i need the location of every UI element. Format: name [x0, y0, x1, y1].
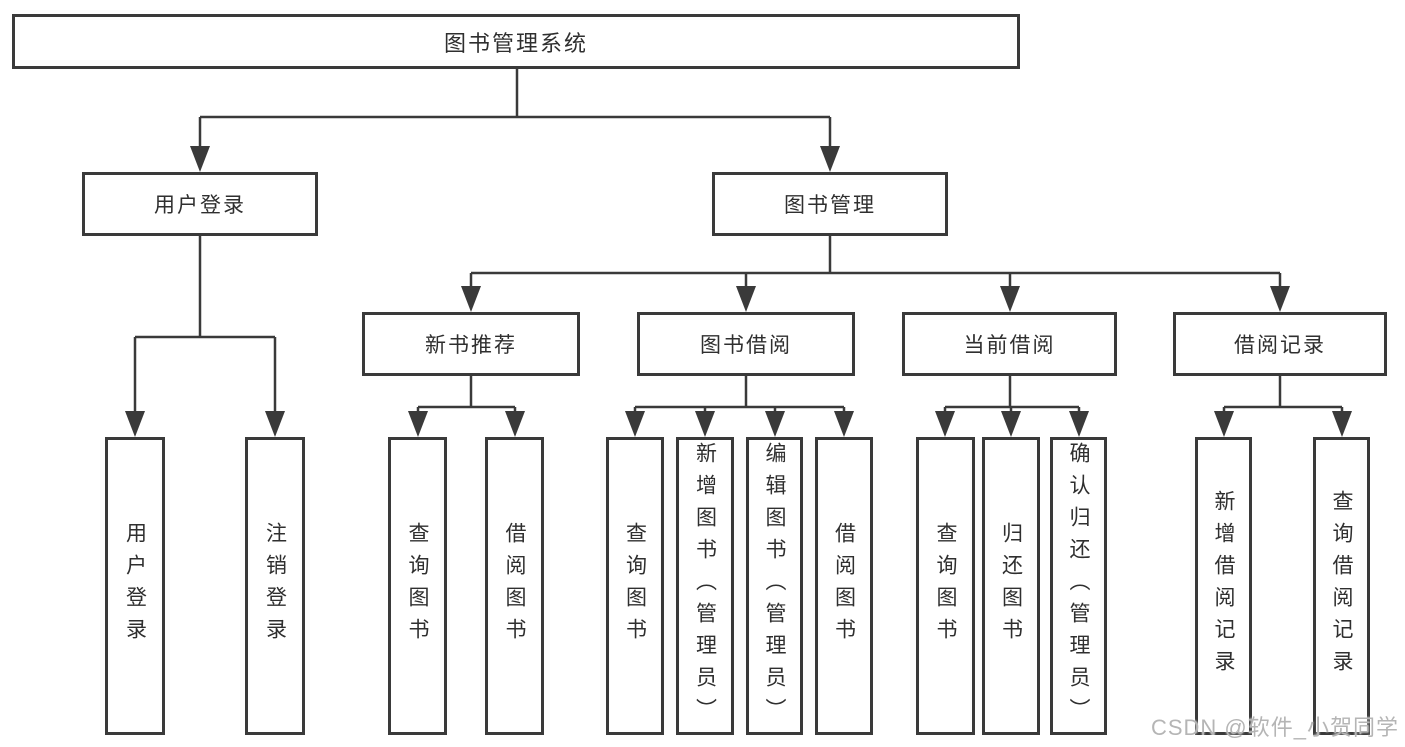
node-leaf-borrow-borrow-book: 借阅图书 — [815, 437, 873, 735]
node-leaf-recommend-borrow-book-label: 借阅图书 — [503, 522, 526, 650]
node-leaf-recommend-query-book: 查询图书 — [388, 437, 447, 735]
node-leaf-logout: 注销登录 — [245, 437, 305, 735]
node-leaf-borrow-add-book-admin-label: 新增图书（管理员） — [693, 442, 717, 730]
node-book-management-label: 图书管理 — [784, 194, 876, 217]
node-new-book-recommend: 新书推荐 — [362, 312, 580, 376]
node-leaf-borrow-borrow-book-label: 借阅图书 — [832, 522, 856, 650]
node-current-borrow: 当前借阅 — [902, 312, 1117, 376]
node-leaf-current-confirm-return-admin: 确认归还（管理员） — [1050, 437, 1107, 735]
node-root-label: 图书管理系统 — [443, 30, 588, 56]
node-borrow-record-label: 借阅记录 — [1234, 334, 1326, 357]
watermark-text: CSDN @软件_小贺同学 — [1150, 715, 1399, 740]
node-leaf-record-add-label: 新增借阅记录 — [1212, 490, 1235, 682]
node-leaf-record-query-label: 查询借阅记录 — [1330, 490, 1353, 682]
node-leaf-user-login-label: 用户登录 — [123, 522, 147, 650]
node-leaf-user-login: 用户登录 — [105, 437, 165, 735]
node-user-login: 用户登录 — [82, 172, 318, 236]
node-leaf-borrow-query-book-label: 查询图书 — [623, 522, 647, 650]
node-book-borrow: 图书借阅 — [637, 312, 855, 376]
node-leaf-record-query: 查询借阅记录 — [1313, 437, 1370, 735]
node-root-library-system: 图书管理系统 — [12, 14, 1020, 69]
node-leaf-logout-label: 注销登录 — [263, 522, 287, 650]
arrowheads — [125, 146, 1352, 437]
node-leaf-current-confirm-return-admin-label: 确认归还（管理员） — [1067, 442, 1090, 730]
node-current-borrow-label: 当前借阅 — [963, 334, 1056, 357]
node-leaf-borrow-query-book: 查询图书 — [606, 437, 664, 735]
node-leaf-recommend-borrow-book: 借阅图书 — [485, 437, 544, 735]
node-leaf-recommend-query-book-label: 查询图书 — [406, 522, 429, 650]
node-leaf-borrow-edit-book-admin: 编辑图书（管理员） — [746, 437, 803, 735]
node-leaf-record-add: 新增借阅记录 — [1195, 437, 1252, 735]
node-book-management: 图书管理 — [712, 172, 948, 236]
node-leaf-borrow-add-book-admin: 新增图书（管理员） — [676, 437, 734, 735]
node-leaf-current-query-book: 查询图书 — [916, 437, 975, 735]
node-leaf-current-return-book-label: 归还图书 — [999, 522, 1023, 650]
node-user-login-label: 用户登录 — [154, 194, 246, 217]
node-new-book-recommend-label: 新书推荐 — [425, 334, 517, 357]
node-leaf-current-return-book: 归还图书 — [982, 437, 1040, 735]
node-leaf-current-query-book-label: 查询图书 — [934, 522, 957, 650]
node-book-borrow-label: 图书借阅 — [700, 334, 792, 357]
node-leaf-borrow-edit-book-admin-label: 编辑图书（管理员） — [763, 442, 786, 730]
node-borrow-record: 借阅记录 — [1173, 312, 1387, 376]
